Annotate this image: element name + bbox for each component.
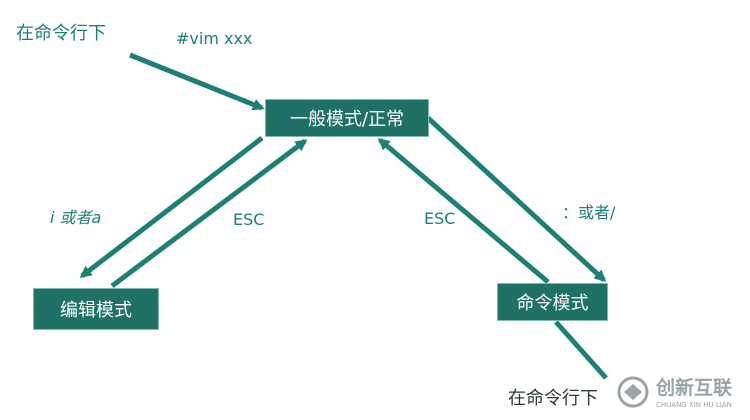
watermark-subtext: CHUANG XIN HU LIAN: [656, 401, 732, 409]
label-vim-command: #vim xxx: [176, 29, 253, 48]
arrow-command-to-normal: [377, 138, 550, 284]
arrow-cmdline-to-normal: [129, 52, 265, 111]
label-esc-right: ESC: [424, 209, 456, 228]
node-normal-mode: 一般模式/正常: [265, 99, 429, 137]
label-esc-left: ESC: [233, 210, 265, 229]
node-command-mode: 命令模式: [497, 283, 608, 321]
arrow-normal-to-edit: [79, 136, 264, 278]
label-i-or-a: i 或者a: [50, 208, 102, 227]
watermark-text: 创新互联: [656, 377, 733, 399]
watermark-logo: [608, 363, 750, 420]
node-edit-mode: 编辑模式: [33, 288, 159, 330]
arrow-edit-to-normal: [110, 139, 308, 288]
label-colon-or-slash: ：或者/: [562, 203, 616, 222]
label-cmdline-top: 在命令行下: [16, 23, 106, 44]
label-cmdline-bottom: 在命令行下: [508, 388, 598, 409]
arrow-command-to-cmdline: [554, 320, 608, 380]
arrow-normal-to-command: [426, 116, 607, 283]
